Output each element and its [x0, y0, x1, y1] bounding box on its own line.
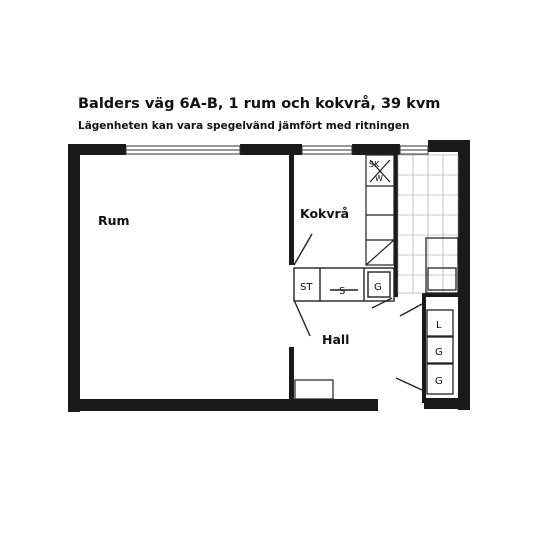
fixture-g-kitchen: G	[374, 282, 382, 293]
kitchen-counter	[293, 267, 395, 302]
fixture-st: ST	[300, 282, 313, 293]
outer-walls	[68, 140, 470, 412]
closet-g1: G	[435, 347, 443, 358]
fixture-s: S	[339, 286, 345, 297]
room-wardrobe	[294, 379, 334, 400]
closet-l: L	[436, 320, 442, 331]
door-swings	[293, 233, 423, 391]
room-label-hall: Hall	[322, 332, 350, 347]
windows	[125, 145, 429, 155]
closet-g2: G	[435, 376, 443, 387]
hall-closets	[426, 309, 454, 395]
bathroom-fixtures	[425, 237, 459, 294]
fixture-w: W	[375, 174, 383, 183]
plan-subtitle: Lägenheten kan vara spegelvänd jämfört m…	[78, 120, 410, 132]
room-label-kokvra: Kokvrå	[300, 206, 350, 221]
kitchen-cabinets	[365, 154, 395, 266]
fixture-sk: SK	[369, 160, 380, 169]
room-label-rum: Rum	[98, 213, 130, 228]
interior-walls	[289, 155, 458, 403]
plan-title: Balders väg 6A-B, 1 rum och kokvrå, 39 k…	[78, 96, 441, 112]
